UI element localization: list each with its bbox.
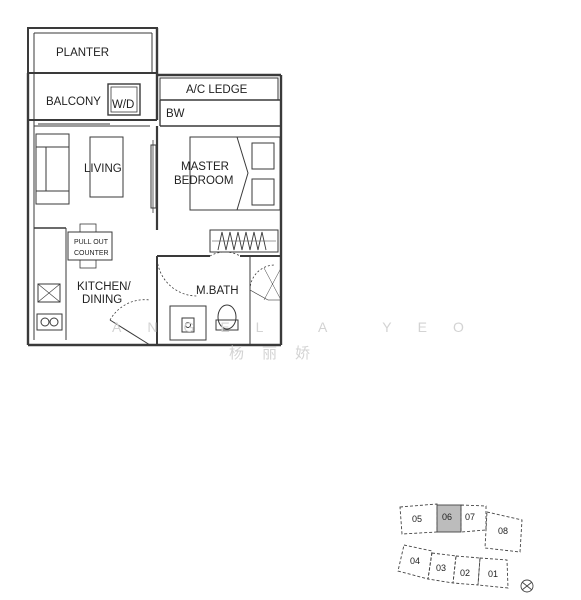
keyplan-unit-08-shape bbox=[484, 511, 523, 553]
keyplan-unit-01-shape bbox=[477, 557, 509, 589]
label-wd: W/D bbox=[112, 99, 134, 111]
watermark-latin: ANGEL A YEO bbox=[112, 319, 490, 335]
label-pull-out-1: PULL OUT bbox=[74, 239, 109, 246]
watermark-chinese: 杨丽娇 bbox=[229, 344, 328, 362]
keyplan-label-05: 05 bbox=[412, 514, 422, 524]
unit-floor-plan bbox=[26, 27, 283, 347]
keyplan-unit-06-shape bbox=[436, 504, 462, 533]
room-labels: PLANTER BALCONY W/D A/C LEDGE BW LIVING … bbox=[46, 47, 248, 306]
keyplan-label-02: 02 bbox=[460, 568, 470, 578]
cooker-hob bbox=[36, 313, 63, 331]
entrance-door bbox=[109, 299, 151, 346]
keyplan-label-01: 01 bbox=[488, 569, 498, 579]
toilet bbox=[215, 304, 239, 331]
tv-console bbox=[89, 136, 124, 198]
key-plan-labels: 05 06 07 08 04 03 02 01 bbox=[410, 512, 508, 579]
label-master-bedroom-1: MASTER bbox=[181, 161, 229, 173]
bed bbox=[189, 136, 281, 211]
label-ac-ledge: A/C LEDGE bbox=[186, 84, 248, 96]
keyplan-label-07: 07 bbox=[465, 512, 475, 522]
wardrobe bbox=[209, 229, 279, 253]
label-kitchen-1: KITCHEN/ bbox=[77, 281, 131, 293]
watermark: ANGEL A YEO 杨丽娇 bbox=[112, 319, 490, 362]
bedroom-sliding-door bbox=[150, 144, 157, 209]
label-pull-out-2: COUNTER bbox=[74, 250, 109, 257]
label-planter: PLANTER bbox=[56, 47, 109, 59]
keyplan-unit-07-shape bbox=[460, 504, 487, 533]
label-bw: BW bbox=[166, 108, 185, 120]
keyplan-label-06: 06 bbox=[442, 512, 452, 522]
keyplan-label-03: 03 bbox=[436, 563, 446, 573]
keyplan-label-04: 04 bbox=[410, 556, 420, 566]
basin bbox=[169, 305, 207, 341]
label-balcony: BALCONY bbox=[46, 96, 101, 108]
label-master-bedroom-2: BEDROOM bbox=[174, 175, 233, 187]
label-kitchen-2: DINING bbox=[82, 294, 122, 306]
north-compass-icon bbox=[520, 579, 534, 593]
label-mbath: M.BATH bbox=[196, 285, 239, 297]
key-plan bbox=[397, 503, 534, 593]
washer-dryer-cabinet bbox=[107, 83, 141, 116]
label-living: LIVING bbox=[84, 163, 122, 175]
sofa bbox=[35, 133, 70, 205]
kitchen-sink bbox=[37, 283, 61, 303]
keyplan-label-08: 08 bbox=[498, 526, 508, 536]
